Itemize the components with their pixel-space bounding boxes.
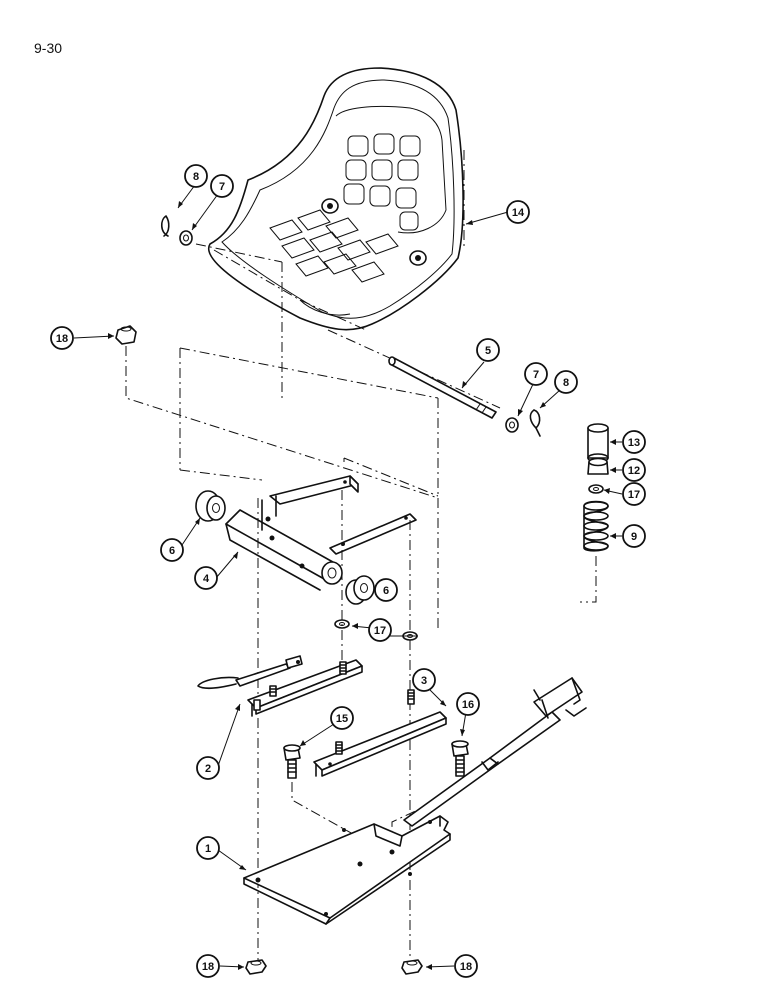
- callout-8-right: 8: [554, 370, 578, 394]
- page-number: 9-30: [34, 40, 63, 56]
- callout-17-right: 17: [622, 482, 646, 506]
- svg-text:3: 3: [421, 675, 427, 687]
- leader-lines: [73, 184, 623, 970]
- washer-left: [179, 230, 193, 246]
- callout-7-right: 7: [524, 362, 548, 386]
- svg-text:6: 6: [383, 585, 389, 597]
- callout-12: 12: [622, 458, 646, 482]
- svg-text:15: 15: [336, 713, 348, 725]
- svg-text:7: 7: [219, 181, 225, 193]
- svg-text:18: 18: [56, 333, 68, 345]
- base-plate: [243, 815, 451, 925]
- nut-bottom-left: [245, 959, 267, 975]
- callout-7-left: 7: [210, 174, 234, 198]
- callout-6-left: 6: [160, 538, 184, 562]
- slide-rail-right: [313, 689, 447, 777]
- svg-text:5: 5: [485, 345, 491, 357]
- svg-text:12: 12: [628, 465, 640, 477]
- washer-right: [505, 417, 519, 433]
- svg-text:2: 2: [205, 763, 211, 775]
- bushing-right: [345, 575, 375, 605]
- bolt-16: [451, 740, 469, 777]
- svg-text:7: 7: [533, 369, 539, 381]
- callout-8-left: 8: [184, 164, 208, 188]
- bushing-left: [195, 490, 226, 522]
- spring-stack: [580, 423, 609, 603]
- clip-left: [160, 215, 170, 237]
- callout-1: 1: [196, 836, 220, 860]
- callout-18-bottom-right: 18: [454, 954, 478, 978]
- clip-right: [529, 409, 541, 437]
- callout-16: 16: [456, 692, 480, 716]
- callout-2: 2: [196, 756, 220, 780]
- svg-text:8: 8: [193, 171, 199, 183]
- svg-text:16: 16: [462, 699, 474, 711]
- svg-text:17: 17: [628, 489, 640, 501]
- callout-9: 9: [622, 524, 646, 548]
- callout-13: 13: [622, 430, 646, 454]
- callout-17-center: 17: [368, 618, 392, 642]
- callout-5: 5: [476, 338, 500, 362]
- callout-4: 4: [194, 566, 218, 590]
- seat: [207, 67, 465, 331]
- callout-3: 3: [412, 668, 436, 692]
- callout-6-right: 6: [374, 578, 398, 602]
- svg-text:8: 8: [563, 377, 569, 389]
- mounting-arm: [403, 677, 587, 827]
- callout-18-bottom-left: 18: [196, 954, 220, 978]
- svg-text:18: 18: [202, 961, 214, 973]
- svg-text:1: 1: [205, 843, 211, 855]
- frame-assembly: [179, 347, 439, 632]
- nut-bottom-right: [401, 959, 423, 975]
- callout-18-top: 18: [50, 326, 74, 350]
- svg-text:4: 4: [203, 573, 210, 585]
- svg-text:13: 13: [628, 437, 640, 449]
- svg-text:17: 17: [374, 625, 386, 637]
- callout-15: 15: [330, 706, 354, 730]
- pivot-pin: [388, 356, 497, 419]
- bolt-15: [283, 744, 301, 779]
- callout-14: 14: [506, 200, 530, 224]
- svg-text:9: 9: [631, 531, 637, 543]
- svg-text:14: 14: [512, 207, 525, 219]
- slide-rail-left: [197, 655, 363, 717]
- svg-text:18: 18: [460, 961, 472, 973]
- svg-text:6: 6: [169, 545, 175, 557]
- nut-top: [115, 325, 137, 345]
